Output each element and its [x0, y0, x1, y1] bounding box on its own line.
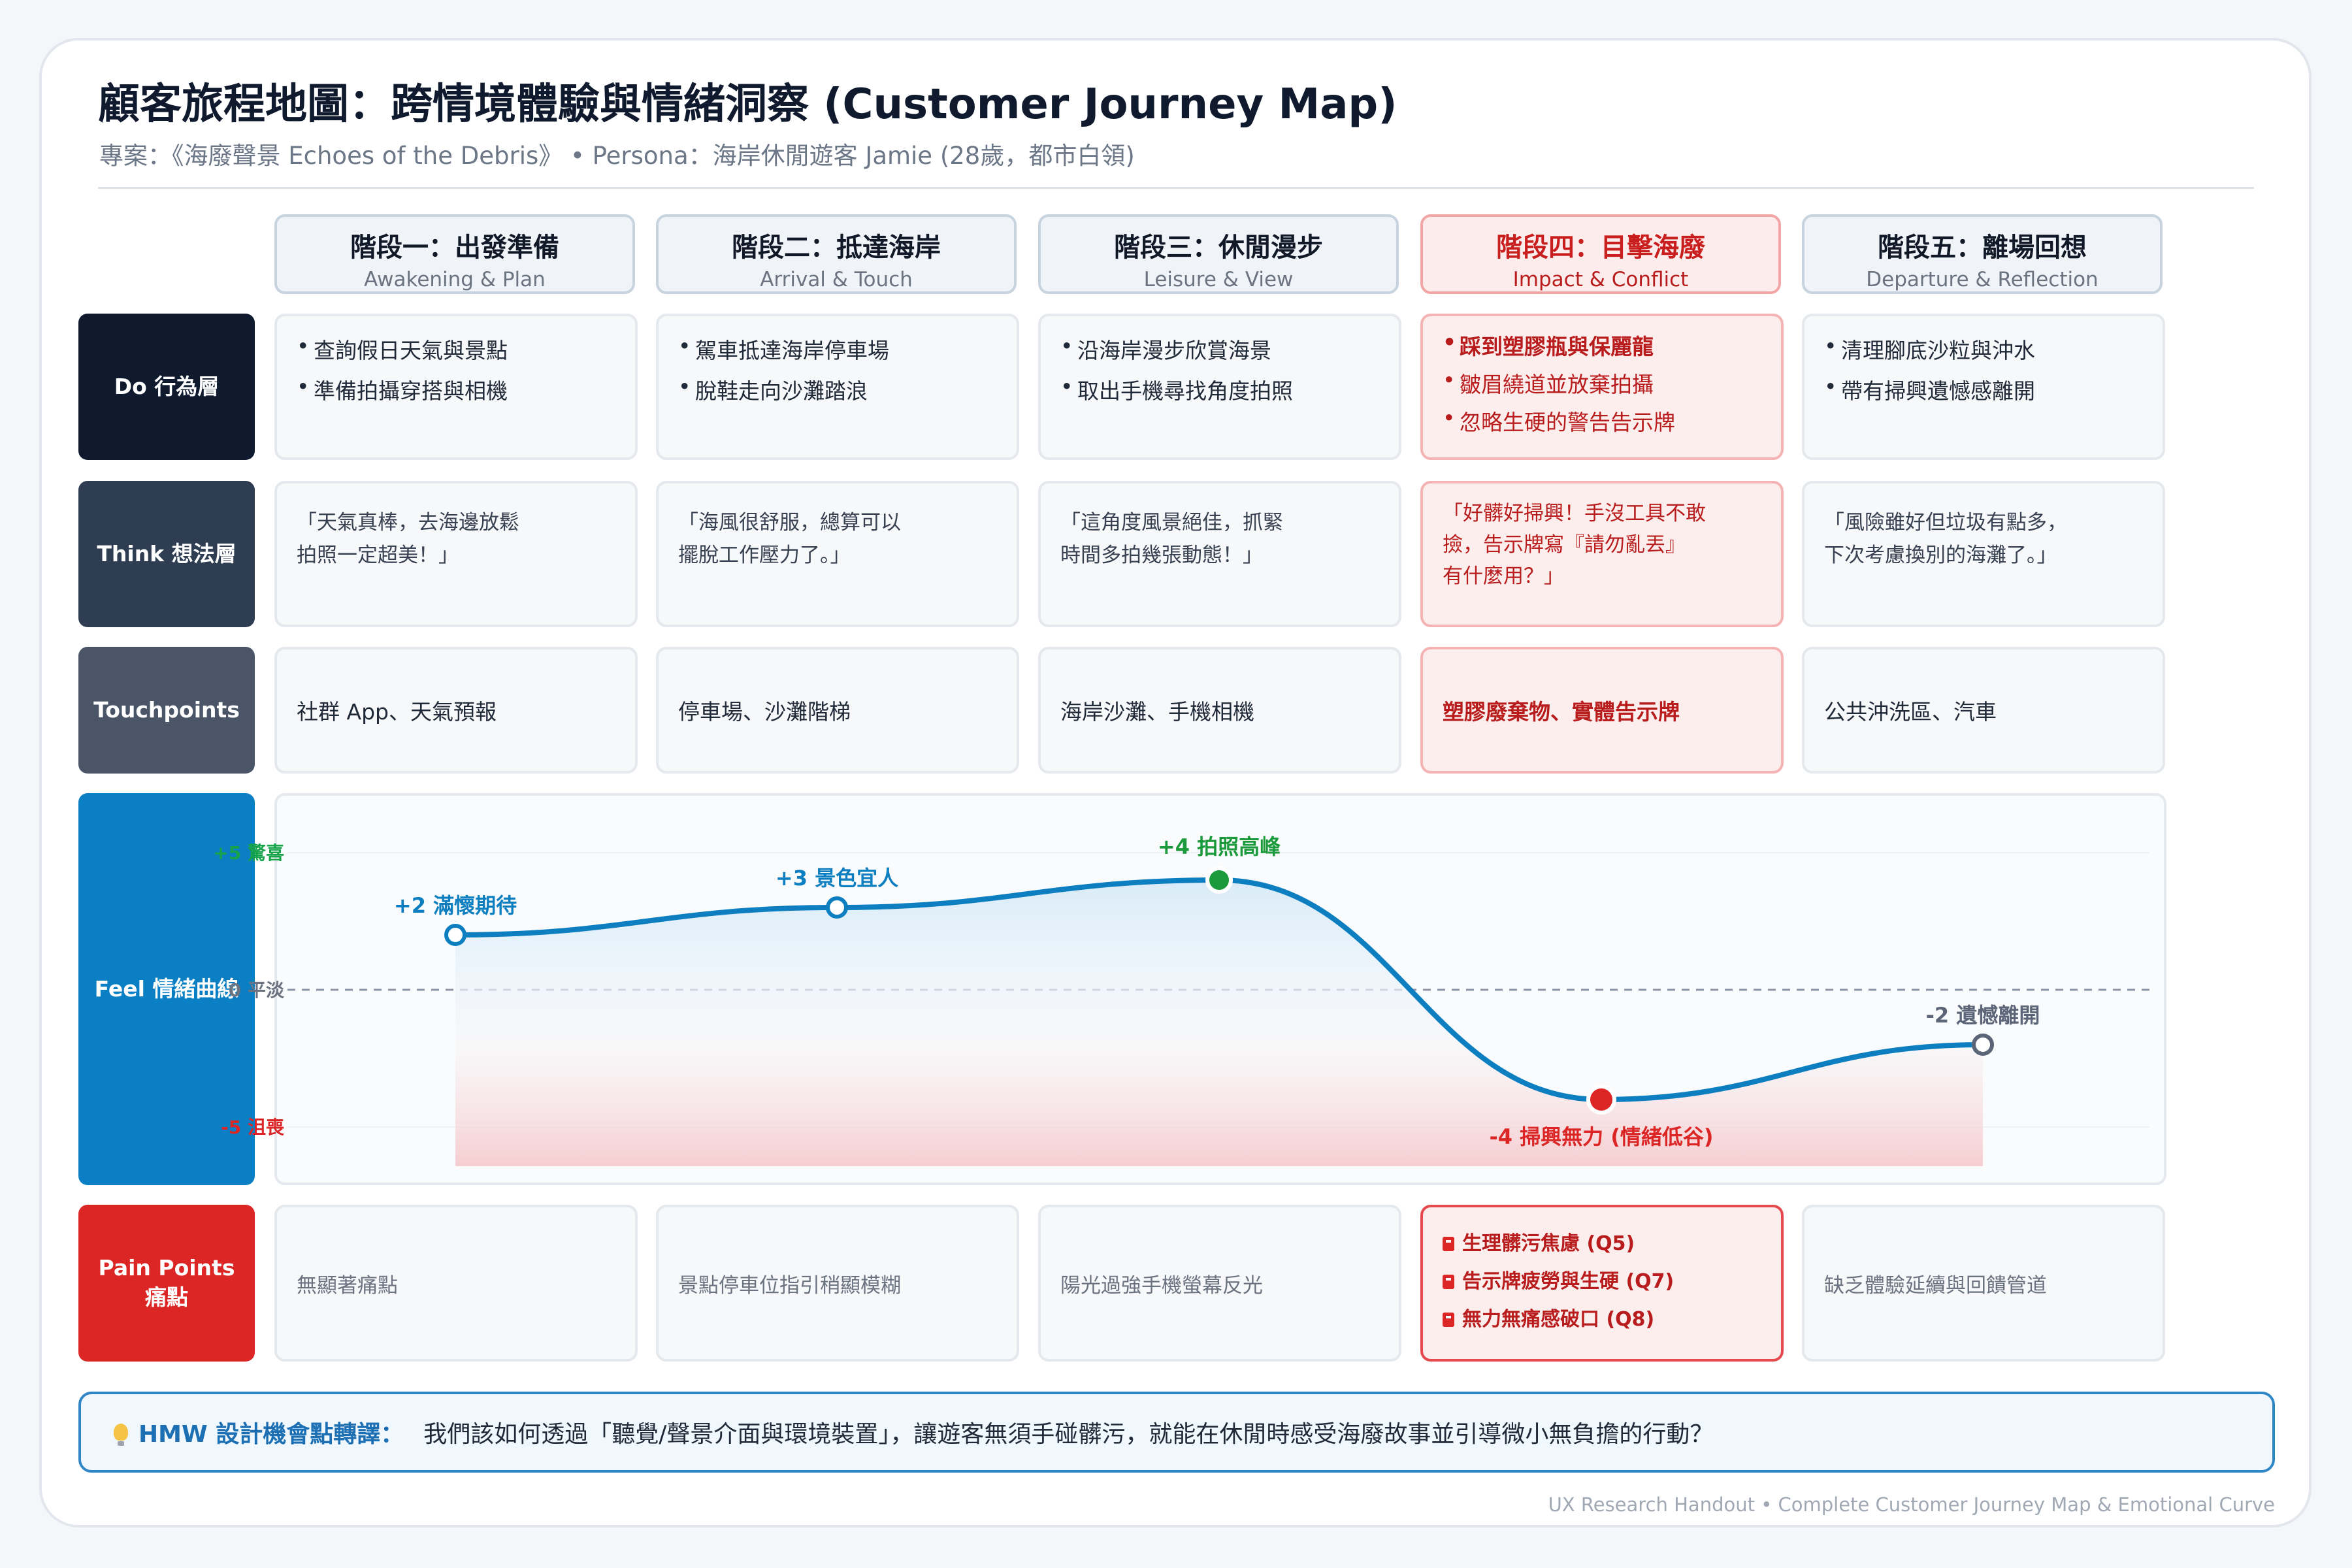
- think-cell-2: 「海風很舒服，總算可以 擺脫工作壓力了。」: [656, 481, 1019, 627]
- row-label-text: Touchpoints: [93, 696, 240, 723]
- do-cell-1: 查詢假日天氣與景點 準備拍攝穿搭與相機: [274, 314, 638, 460]
- do-item: 查詢假日天氣與景點: [297, 333, 615, 365]
- pushpin-icon: [1443, 1237, 1454, 1251]
- stage-subtitle: Impact & Conflict: [1512, 268, 1689, 291]
- pain-item-text: 生理髒污焦慮 (Q5): [1462, 1232, 1635, 1255]
- pain-cell-2: 景點停車位指引稍顯模糊: [656, 1205, 1019, 1362]
- pain-item-text: 無力無痛感破口 (Q8): [1462, 1308, 1655, 1331]
- do-item: 清理腳底沙粒與沖水: [1824, 333, 2143, 365]
- hmw-banner: HMW 設計機會點轉譯： 我們該如何透過「聽覺/聲景介面與環境裝置」，讓遊客無須…: [78, 1392, 2275, 1473]
- row-label-text: Feel 情緒曲線: [94, 975, 239, 1002]
- touchpoint-text: 公共沖洗區、汽車: [1824, 699, 1997, 725]
- hmw-label: HMW 設計機會點轉譯：: [139, 1421, 404, 1448]
- do-cell-5: 清理腳底沙粒與沖水 帶有掃興遺憾感離開: [1802, 314, 2165, 460]
- hmw-text: 我們該如何透過「聽覺/聲景介面與環境裝置」，讓遊客無須手碰髒污，就能在休閒時感受…: [423, 1421, 1714, 1448]
- do-item: 駕車抵達海岸停車場: [678, 333, 997, 365]
- stage-subtitle: Awakening & Plan: [364, 268, 546, 291]
- think-cell-5: 「風險雖好但垃圾有點多， 下次考慮換別的海灘了。」: [1802, 481, 2165, 627]
- pain-item: 生理髒污焦慮 (Q5): [1443, 1227, 1761, 1256]
- stage-subtitle: Arrival & Touch: [760, 268, 913, 291]
- stage-title: 階段二：抵達海岸: [732, 233, 941, 263]
- touchpoint-cell-4: 塑膠廢棄物、實體告示牌: [1420, 647, 1784, 774]
- stage-title: 階段三：休閒漫步: [1114, 233, 1323, 263]
- pushpin-icon: [1443, 1275, 1454, 1289]
- lightbulb-icon: [114, 1424, 128, 1446]
- touchpoint-text: 社群 App、天氣預報: [297, 699, 497, 725]
- pain-text: 陽光過強手機螢幕反光: [1060, 1273, 1263, 1298]
- row-label-text: Pain Points: [98, 1255, 235, 1281]
- touchpoint-text: 停車場、沙灘階梯: [678, 699, 851, 725]
- pain-text: 無顯著痛點: [297, 1273, 398, 1298]
- think-cell-1: 「天氣真棒，去海邊放鬆 拍照一定超美！」: [274, 481, 638, 627]
- think-cell-3: 「這角度風景絕佳，抓緊 時間多拍幾張動態！」: [1038, 481, 1401, 627]
- pain-cell-3: 陽光過強手機螢幕反光: [1038, 1205, 1401, 1362]
- pain-item-text: 告示牌疲勞與生硬 (Q7): [1462, 1270, 1674, 1293]
- stage-header-5: 階段五：離場回想 Departure & Reflection: [1802, 214, 2163, 294]
- do-item: 準備拍攝穿搭與相機: [297, 374, 615, 405]
- pain-cell-1: 無顯著痛點: [274, 1205, 638, 1362]
- pain-item: 無力無痛感破口 (Q8): [1443, 1303, 1761, 1331]
- stage-header-4: 階段四：目擊海廢 Impact & Conflict: [1420, 214, 1781, 294]
- row-label-do: Do 行為層: [78, 314, 255, 460]
- row-label-text: 痛點: [145, 1284, 188, 1310]
- touchpoint-cell-5: 公共沖洗區、汽車: [1802, 647, 2165, 774]
- do-item: 踩到塑膠瓶與保麗龍: [1443, 329, 1761, 361]
- header-divider: [98, 187, 2254, 189]
- think-quote: 「好髒好掃興！手沒工具不敢 撿，告示牌寫『請勿亂丟』 有什麼用？」: [1443, 502, 1706, 589]
- pain-cell-4: 生理髒污焦慮 (Q5) 告示牌疲勞與生硬 (Q7) 無力無痛感破口 (Q8): [1420, 1205, 1784, 1362]
- row-label-text: Do 行為層: [114, 373, 220, 399]
- do-cell-4: 踩到塑膠瓶與保麗龍 皺眉繞道並放棄拍攝 忽略生硬的警告告示牌: [1420, 314, 1784, 460]
- row-label-text: Think 想法層: [97, 540, 237, 566]
- touchpoint-cell-1: 社群 App、天氣預報: [274, 647, 638, 774]
- think-quote: 「風險雖好但垃圾有點多， 下次考慮換別的海灘了。」: [1824, 511, 2067, 567]
- stage-subtitle: Departure & Reflection: [1866, 268, 2099, 291]
- footer-caption: UX Research Handout • Complete Customer …: [1548, 1494, 2275, 1516]
- page-title: 顧客旅程地圖：跨情境體驗與情緒洞察 (Customer Journey Map): [98, 80, 1397, 129]
- do-item: 帶有掃興遺憾感離開: [1824, 374, 2143, 405]
- do-item: 忽略生硬的警告告示牌: [1443, 405, 1761, 436]
- do-cell-3: 沿海岸漫步欣賞海景 取出手機尋找角度拍照: [1038, 314, 1401, 460]
- think-quote: 「天氣真棒，去海邊放鬆 拍照一定超美！」: [297, 511, 519, 567]
- stage-subtitle: Leisure & View: [1143, 268, 1294, 291]
- stage-title: 階段四：目擊海廢: [1496, 233, 1705, 263]
- emotion-chart-panel: [274, 793, 2166, 1185]
- stage-title: 階段五：離場回想: [1878, 233, 2087, 263]
- stage-header-1: 階段一：出發準備 Awakening & Plan: [274, 214, 635, 294]
- do-item: 皺眉繞道並放棄拍攝: [1443, 367, 1761, 399]
- do-item: 沿海岸漫步欣賞海景: [1060, 333, 1379, 365]
- row-label-think: Think 想法層: [78, 481, 255, 627]
- stage-title: 階段一：出發準備: [350, 233, 559, 263]
- touchpoint-cell-2: 停車場、沙灘階梯: [656, 647, 1019, 774]
- touchpoint-text: 海岸沙灘、手機相機: [1060, 699, 1254, 725]
- touchpoint-text: 塑膠廢棄物、實體告示牌: [1443, 699, 1680, 725]
- stage-header-3: 階段三：休閒漫步 Leisure & View: [1038, 214, 1399, 294]
- row-label-touchpoints: Touchpoints: [78, 647, 255, 774]
- stage-header-2: 階段二：抵達海岸 Arrival & Touch: [656, 214, 1017, 294]
- do-item: 取出手機尋找角度拍照: [1060, 374, 1379, 405]
- page-subtitle: 專案：《海廢聲景 Echoes of the Debris》 • Persona…: [99, 142, 1135, 170]
- row-label-feel: Feel 情緒曲線: [78, 793, 255, 1185]
- touchpoint-cell-3: 海岸沙灘、手機相機: [1038, 647, 1401, 774]
- pain-cell-5: 缺乏體驗延續與回饋管道: [1802, 1205, 2165, 1362]
- pushpin-icon: [1443, 1313, 1454, 1327]
- pain-text: 景點停車位指引稍顯模糊: [678, 1273, 901, 1298]
- think-quote: 「這角度風景絕佳，抓緊 時間多拍幾張動態！」: [1060, 511, 1283, 567]
- think-cell-4: 「好髒好掃興！手沒工具不敢 撿，告示牌寫『請勿亂丟』 有什麼用？」: [1420, 481, 1784, 627]
- row-label-pain: Pain Points 痛點: [78, 1205, 255, 1362]
- do-cell-2: 駕車抵達海岸停車場 脫鞋走向沙灘踏浪: [656, 314, 1019, 460]
- think-quote: 「海風很舒服，總算可以 擺脫工作壓力了。」: [678, 511, 901, 567]
- pain-item: 告示牌疲勞與生硬 (Q7): [1443, 1265, 1761, 1294]
- pain-text: 缺乏體驗延續與回饋管道: [1824, 1273, 2047, 1298]
- do-item: 脫鞋走向沙灘踏浪: [678, 374, 997, 405]
